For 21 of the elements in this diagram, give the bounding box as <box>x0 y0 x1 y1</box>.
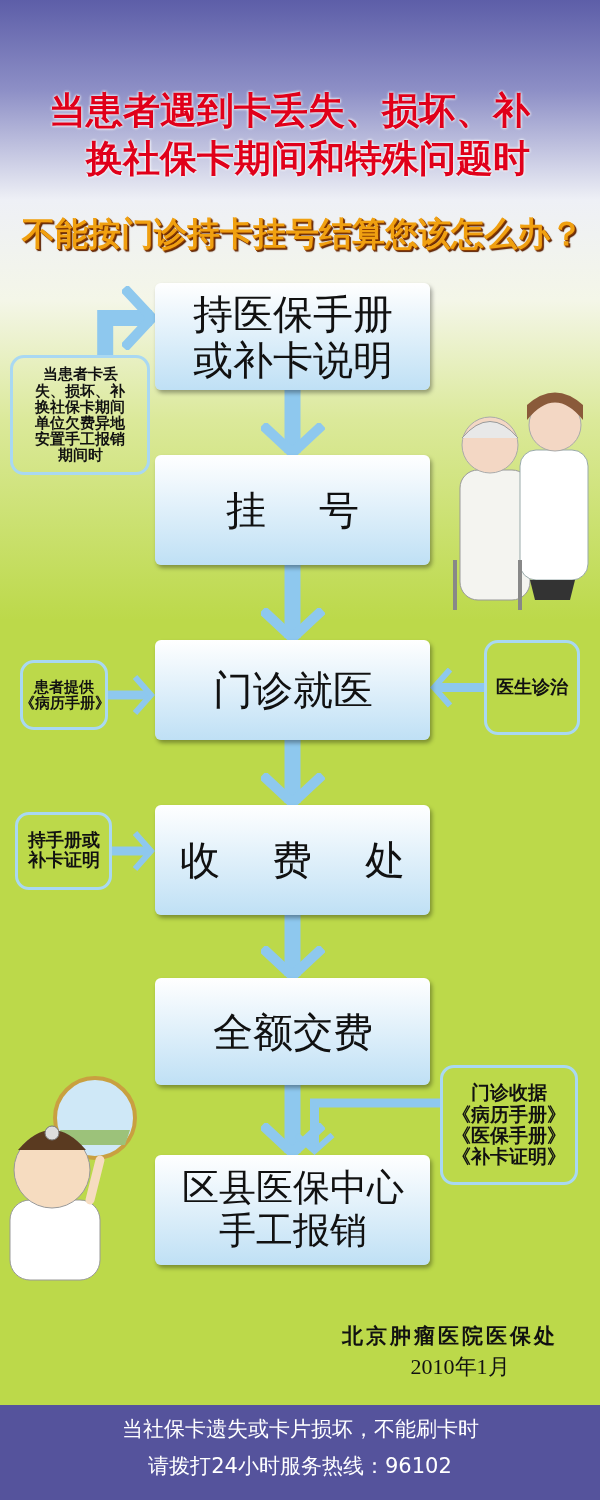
hotline-text: 请拨打24小时服务热线：96102 <box>147 1453 453 1480</box>
arrow <box>108 674 154 716</box>
signature-text: 北京肿瘤医院医保处 <box>341 1323 559 1350</box>
process-box: 区县医保中心手工报销 <box>155 1155 430 1265</box>
subtitle: 不能按门诊持卡挂号结算您该怎么办？ <box>21 213 584 255</box>
arrow <box>112 830 154 872</box>
footer-text: 当社保卡遗失或卡片损坏，不能刷卡时 <box>120 1416 480 1443</box>
note-box: 门诊收据《病历手册》《医保手册》《补卡证明》 <box>440 1065 578 1185</box>
arrow <box>97 283 157 355</box>
arrow <box>431 666 484 709</box>
note-box: 医生诊治 <box>484 640 580 735</box>
title: 当患者遇到卡丢失、损坏、补换社保卡期间和特殊问题时 <box>48 87 530 182</box>
process-box: 收 费 处 <box>155 805 430 915</box>
process-box: 持医保手册或补卡说明 <box>155 283 430 390</box>
process-box: 挂 号 <box>155 455 430 565</box>
process-box: 全额交费 <box>155 978 430 1085</box>
date-text: 2010年1月 <box>409 1353 511 1381</box>
note-box: 当患者卡丢失、损坏、补换社保卡期间单位欠费异地安置手工报销期间时 <box>10 355 150 475</box>
note-box: 持手册或补卡证明 <box>15 812 112 890</box>
process-box: 门诊就医 <box>155 640 430 740</box>
note-box: 患者提供《病历手册》 <box>20 660 108 730</box>
